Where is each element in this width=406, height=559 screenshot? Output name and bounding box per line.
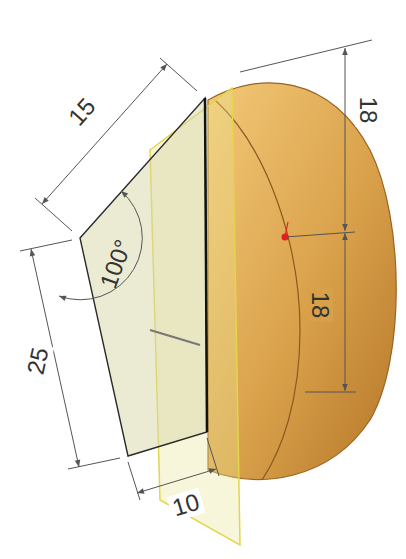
dimension-value: 25	[22, 342, 54, 380]
angle-arc	[59, 191, 142, 300]
plane-edge	[205, 98, 207, 432]
point-marker	[285, 222, 288, 237]
dimension-value: 18	[355, 94, 381, 127]
sketch-plane	[80, 98, 207, 456]
dimension-10	[128, 438, 219, 500]
axis-mark	[150, 330, 200, 345]
dimension-18	[240, 40, 372, 392]
dimension-value: 18	[307, 289, 333, 322]
dimension-15	[35, 58, 197, 231]
dimension-value: 15	[61, 91, 102, 133]
